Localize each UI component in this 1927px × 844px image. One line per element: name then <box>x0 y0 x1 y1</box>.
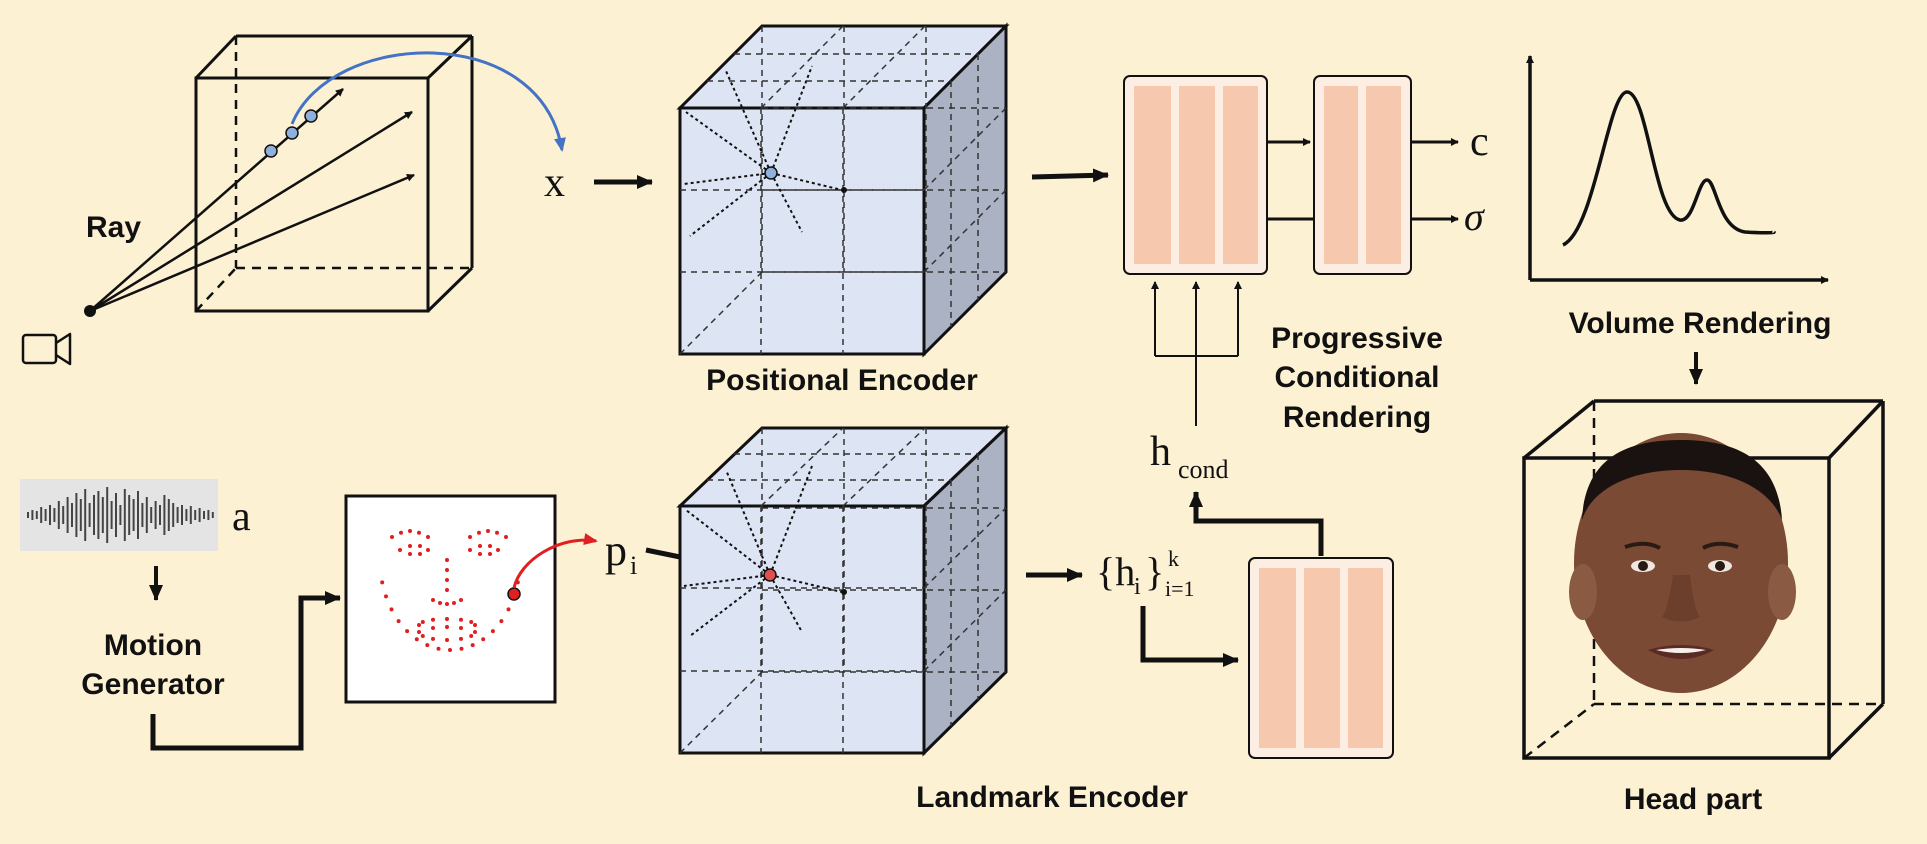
volume-rendering-label: Volume Rendering <box>1569 307 1832 340</box>
mlp-block-1 <box>1123 75 1268 275</box>
motion-to-landmark-arrow <box>150 591 341 751</box>
h-cond-base: h <box>1150 429 1171 475</box>
encoder-to-mlp-arrow <box>1031 168 1109 183</box>
landmark-encoder-cube <box>676 424 1010 757</box>
p-base: p <box>605 526 627 575</box>
progressive-label-3: Rendering <box>1283 401 1431 434</box>
audio-symbol: a <box>232 494 251 540</box>
landmark-panel <box>344 494 598 704</box>
positional-encoder-label: Positional Encoder <box>706 364 978 397</box>
motion-label-1: Motion <box>104 629 202 662</box>
hi-close: } <box>1145 549 1164 594</box>
hi-sub: i <box>1134 574 1141 600</box>
condition-tree <box>1151 281 1242 426</box>
ray-scene <box>84 34 566 317</box>
sigma-output: σ <box>1464 194 1485 239</box>
hi-range: i=1 <box>1165 576 1195 601</box>
c-output: c <box>1470 119 1489 165</box>
mlp-to-hcond-arrow <box>1189 491 1324 556</box>
mlp-block-3 <box>1248 557 1394 759</box>
motion-label-2: Generator <box>81 668 225 701</box>
ray-label: Ray <box>86 211 141 244</box>
volume-rendering-plot <box>1526 55 1829 284</box>
camera-icon <box>21 332 72 366</box>
progressive-label-1: Progressive <box>1271 322 1443 355</box>
head-box <box>1522 399 1885 760</box>
hi-sup: k <box>1168 546 1179 571</box>
positional-encoder-cube <box>676 22 1010 358</box>
x-symbol: x <box>544 160 565 206</box>
face-photo-icon <box>1569 433 1796 693</box>
mlp-block-2 <box>1313 75 1412 275</box>
head-part-label: Head part <box>1624 783 1762 816</box>
hi-open: {h <box>1096 549 1135 594</box>
p-sub: i <box>630 551 637 580</box>
waveform-icon <box>20 479 218 551</box>
landmark-encoder-label: Landmark Encoder <box>916 781 1188 814</box>
hi-to-mlp-arrow <box>1140 606 1239 667</box>
progressive-label-2: Conditional <box>1275 361 1440 394</box>
h-cond-sub: cond <box>1178 455 1229 484</box>
